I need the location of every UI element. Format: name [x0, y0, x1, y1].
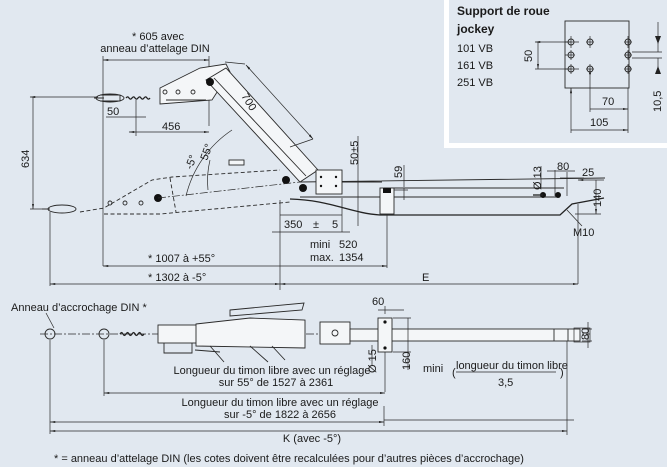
dim-160: 160 — [401, 352, 413, 370]
inset-dim-50: 50 — [523, 50, 535, 62]
footnote: * = anneau d’attelage DIN (les cotes doi… — [54, 453, 524, 465]
din-ring-label: Anneau d’accrochage DIN * — [11, 302, 147, 314]
dim-1302: * 1302 à -5° — [148, 272, 206, 284]
drawbar-lowered — [42, 169, 301, 215]
din-note-line1: * 605 avec — [132, 31, 184, 43]
length-minus5-line2: sur -5° de 1822 à 2656 — [224, 409, 336, 421]
dim-E: E — [422, 272, 429, 284]
dim-50pm5: 50±5 — [349, 141, 361, 165]
inset-model-1: 101 VB — [457, 43, 493, 55]
max-value: 1354 — [339, 252, 363, 264]
dim-60: 60 — [372, 296, 384, 308]
dim-d13: Ø 13 — [532, 166, 544, 190]
svg-text:(: ( — [452, 367, 456, 379]
dim-25: 25 — [582, 167, 594, 179]
length-55-line1: Longueur du timon libre avec un réglage — [174, 365, 371, 377]
dim-1007: * 1007 à +55° — [148, 253, 215, 265]
length-55-line2: sur 55° de 1527 à 2361 — [219, 377, 334, 389]
jockey-wheel-inset: Support de roue jockey 101 VB 161 VB 251… — [444, 0, 667, 148]
dim-M10: M10 — [573, 227, 594, 239]
dim-K: K (avec -5°) — [283, 433, 341, 445]
inset-model-3: 251 VB — [457, 77, 493, 89]
drawbar-tube — [349, 328, 581, 342]
dim-pm: ± — [313, 219, 319, 231]
top-view: Anneau d’accrochage DIN * 60 Ø 15 160 80… — [11, 296, 592, 445]
mini-value: 520 — [339, 239, 357, 251]
angle-55: 55° — [199, 142, 216, 162]
dim-59: 59 — [393, 166, 405, 178]
dim-140: 140 — [592, 189, 604, 207]
dim-d15: Ø 15 — [367, 349, 379, 373]
dim-456: 456 — [162, 121, 180, 133]
dim-80-top: 80 — [580, 328, 592, 340]
fraction-numerator: longueur du timon libre — [456, 360, 568, 372]
dim-350: 350 — [284, 219, 302, 231]
inset-title-line1: Support de roue — [457, 4, 550, 18]
coupling-housing — [157, 324, 199, 344]
side-view: * 605 avec anneau d’attelage DIN 700 55°… — [20, 31, 606, 290]
svg-text:): ) — [560, 367, 564, 379]
fraction-denominator: 3,5 — [498, 377, 513, 389]
inset-dim-70: 70 — [602, 96, 614, 108]
mini-label: mini — [310, 239, 330, 251]
inset-dim-105: 105 — [590, 117, 608, 129]
inset-title-line2: jockey — [456, 22, 495, 36]
dim-5: 5 — [332, 219, 338, 231]
length-minus5-line1: Longueur du timon libre avec un réglage — [182, 397, 379, 409]
angle-minus5: -5° — [184, 154, 200, 171]
mounting-bracket — [315, 169, 343, 195]
dim-80-side: 80 — [557, 161, 569, 173]
din-note-line2: anneau d’attelage DIN — [100, 43, 210, 55]
inset-dim-10-5: 10,5 — [652, 91, 664, 112]
mini-fraction-label: mini — [423, 363, 443, 375]
inset-model-2: 161 VB — [457, 60, 493, 72]
max-label: max. — [310, 252, 334, 264]
dim-50-side: 50 — [107, 106, 119, 118]
dim-634: 634 — [20, 150, 32, 168]
